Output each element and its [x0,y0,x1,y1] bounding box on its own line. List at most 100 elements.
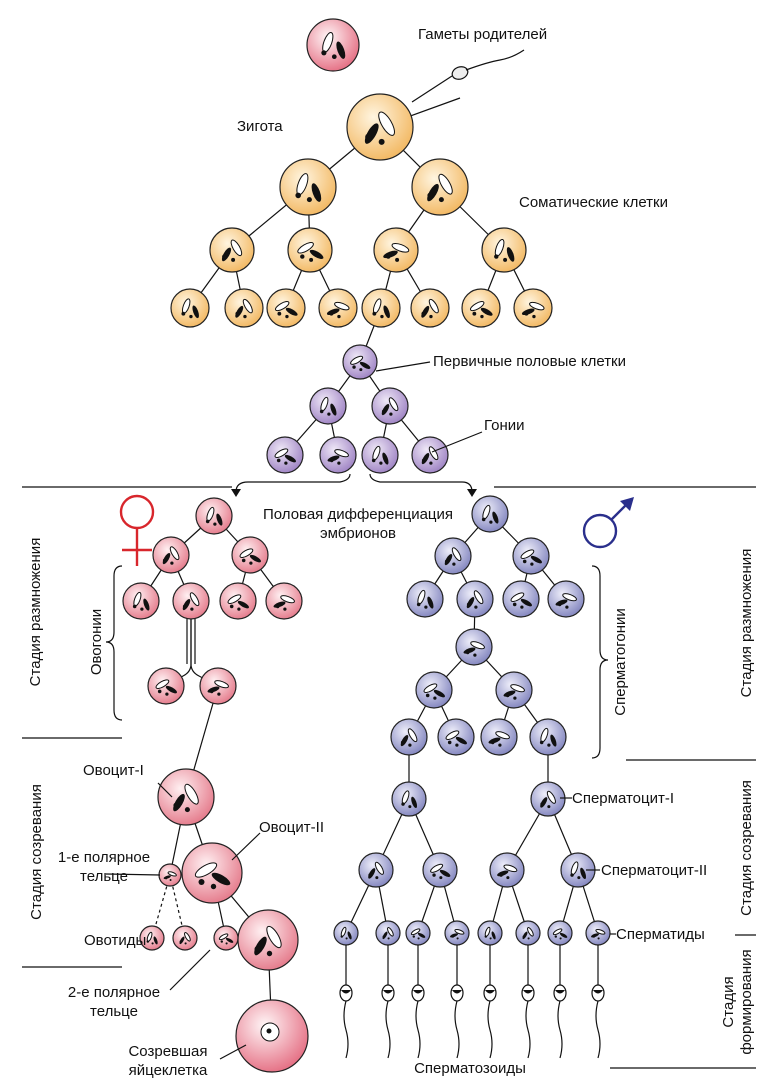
cells [122,18,611,1073]
oocyte-2-cell [181,842,243,904]
somatic-cell [410,288,450,328]
spermatid-cell [333,920,359,946]
oogonium-cell [199,667,237,705]
spermatocyte-1-cell [391,781,427,817]
spermatogonia-brace [591,565,609,759]
gonium-cell [266,436,304,474]
label-somatic-cells: Соматические клетки [519,194,668,211]
label-spermatocyte-2: Сперматоцит-II [601,862,707,879]
spermatogonium-cell [529,718,567,756]
label-maturation-stage-right: Стадия созревания [738,780,755,916]
label-second-polar-body-1: 2-е полярное [68,984,160,1001]
spermatid-cell [405,920,431,946]
spermatozoon [411,945,425,1059]
spermatozoon [591,945,605,1059]
somatic-cell [266,288,306,328]
spermatogonium-cell [455,628,493,666]
label-zygote: Зигота [237,118,283,135]
label-pointers [105,361,616,1060]
oogonia-brace [105,565,123,721]
labels: Гаметы родителей Зигота Соматические кле… [27,26,755,1079]
somatic-cell [481,227,527,273]
spermatocyte-2-cell [422,852,458,888]
spermatid-cell [585,920,611,946]
spermatozoa-group [339,945,605,1059]
oogonium-cell [152,536,190,574]
somatic-cell [411,158,469,216]
spermatid-cell [547,920,573,946]
somatic-cell [279,158,337,216]
somatic-cell [461,288,501,328]
label-spermatogonia: Сперматогонии [612,608,629,716]
spermatid-cell [515,920,541,946]
oocyte-1-cell [157,768,215,826]
primary-germ-cell [342,344,378,380]
gonium-cell [411,436,449,474]
somatic-cell [373,227,419,273]
spermatogonium-cell [547,580,585,618]
label-oogonia: Овогонии [88,609,105,675]
first-polar-body-cell [158,863,182,887]
spermatogonium-cell [434,537,472,575]
braces [105,565,609,759]
spermatogonium-cell [502,580,540,618]
oogonium-cell [265,582,303,620]
ootid-egg-cell [237,909,299,971]
differentiation-arrows [231,473,477,497]
parent-egg-cell [306,18,360,72]
gonium-cell [361,436,399,474]
zygote-cell [346,93,414,161]
label-reproduction-stage-left: Стадия размножения [27,538,44,687]
label-spermatids: Сперматиды [616,926,705,943]
somatic-cell [209,227,255,273]
spermatogonium-cell [415,671,453,709]
label-spermatocyte-1: Сперматоцит-I [572,790,674,807]
label-sex-differentiation-2: эмбрионов [320,525,396,542]
somatic-cell [513,288,553,328]
spermatid-cell [477,920,503,946]
gonium-cell [371,387,409,425]
label-reproduction-stage-right: Стадия размножения [738,549,755,698]
spermatocyte-2-cell [358,852,394,888]
ootid-cell [172,925,198,951]
label-sex-differentiation-1: Половая дифференциация [263,506,453,523]
label-formation-stage-1: Стадия [720,976,737,1027]
label-mature-egg-1: Созревшая [128,1043,207,1060]
oogonium-cell [219,582,257,620]
somatic-cell [318,288,358,328]
spermatogonium-cell [456,580,494,618]
label-ootids: Овотиды [84,932,146,949]
oogonium-cell [122,582,160,620]
label-first-polar-body-2: тельце [80,868,128,885]
somatic-cell [170,288,210,328]
somatic-cell [361,288,401,328]
label-formation-stage-2: формирования [738,949,755,1054]
spermatogonium-cell [390,718,428,756]
spermatocyte-1-cell [530,781,566,817]
oogonium-cell [231,536,269,574]
spermatid-cell [375,920,401,946]
label-gonia: Гонии [484,417,525,434]
male-symbol-icon [582,497,634,549]
female-symbol-icon [119,494,155,566]
label-mature-egg-2: яйцеклетка [129,1062,208,1079]
label-maturation-stage-left: Стадия созревания [28,784,45,920]
gonium-cell [309,387,347,425]
spermatogonium-cell [406,580,444,618]
spermatozoon [521,945,535,1059]
label-oocyte-1: Овоцит-I [83,762,144,779]
parent-sperm [411,49,525,103]
spermatogonium-cell [495,671,533,709]
oogonium-cell [172,582,210,620]
spermatogonium-cell [471,495,509,533]
mature-egg-cell [235,999,309,1073]
ootid-cell [213,925,239,951]
label-oocyte-2: Овоцит-II [259,819,324,836]
oogonium-cell [195,497,233,535]
spermatozoon [450,945,464,1059]
spermatid-cell [444,920,470,946]
label-primary-germ-cells: Первичные половые клетки [433,353,626,370]
spermatocyte-2-cell [489,852,525,888]
spermatozoon [339,945,353,1059]
